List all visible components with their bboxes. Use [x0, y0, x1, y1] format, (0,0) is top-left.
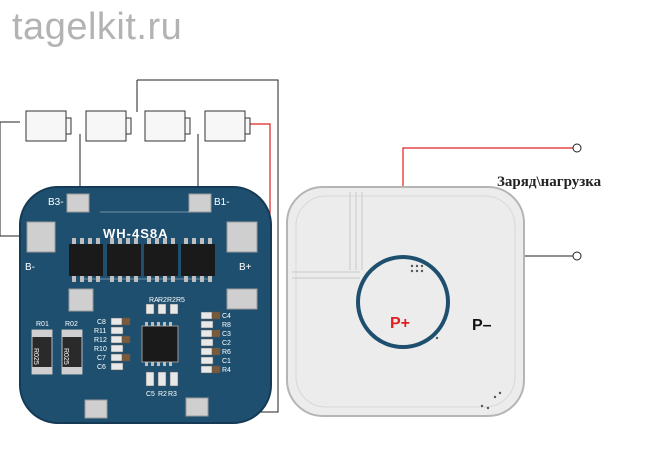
pad-label-b3: B3-	[48, 197, 64, 208]
pad-label-b2: B2-	[211, 403, 227, 414]
left-label-1: C8	[97, 319, 106, 326]
left-label-4: R10	[94, 346, 107, 353]
right-label-7: R4	[222, 367, 231, 374]
right-label-5: R6	[222, 349, 231, 356]
left-label-2: R11	[94, 328, 106, 335]
mid-label-2: R2	[158, 297, 167, 304]
bottom-label-3: R3	[168, 391, 177, 398]
mid-label-4: R5	[176, 297, 185, 304]
resistor-code-1: R025	[32, 348, 39, 365]
terminal-bottom[interactable]	[572, 251, 582, 261]
bms-board-front: WH-4S8A B3- B1- B- B+ P- B2- R01 R02 R02…	[19, 186, 272, 424]
controller-ic	[141, 325, 179, 363]
mosfets	[69, 244, 215, 276]
smd-right	[200, 311, 221, 374]
resistor-label-r01: R01	[36, 321, 49, 328]
left-label-6: C6	[97, 364, 106, 371]
bms-board-back: P+ P–	[286, 186, 525, 417]
right-label-1: C4	[222, 313, 231, 320]
terminal-top[interactable]	[572, 143, 582, 153]
resistor-label-r02: R02	[65, 321, 78, 328]
board-pads	[26, 193, 258, 419]
right-label-4: C2	[222, 340, 231, 347]
mid-label-1: RA	[149, 297, 159, 304]
pad-label-bminus: B-	[25, 262, 35, 273]
left-label-3: R12	[94, 337, 107, 344]
resistor-code-2: R025	[62, 348, 69, 365]
back-ring	[356, 255, 450, 349]
battery-cells	[25, 110, 251, 142]
bottom-label-1: C5	[146, 391, 155, 398]
right-label-6: C1	[222, 358, 231, 365]
smd-left	[110, 317, 131, 371]
left-label-5: C7	[97, 355, 106, 362]
bottom-label-2: R2	[158, 391, 167, 398]
board-silkscreen: WH-4S8A B3- B1- B- B+ P- B2- R01 R02 R02…	[25, 197, 252, 417]
pad-label-bplus: B+	[239, 262, 252, 273]
right-label-3: C3	[222, 331, 231, 338]
right-label-2: R8	[222, 322, 231, 329]
caption-charge-load: Заряд\нагрузка	[497, 174, 602, 190]
shunt-resistors	[31, 329, 83, 375]
mid-label-3: R2	[167, 297, 176, 304]
back-label-pminus: P–	[472, 317, 492, 334]
board-model: WH-4S8A	[103, 226, 169, 241]
pad-label-b1: B1-	[214, 197, 230, 208]
watermark: tagelkit.ru	[12, 6, 183, 48]
back-label-pplus: P+	[390, 315, 410, 332]
pad-label-pminus: P-	[110, 406, 120, 417]
